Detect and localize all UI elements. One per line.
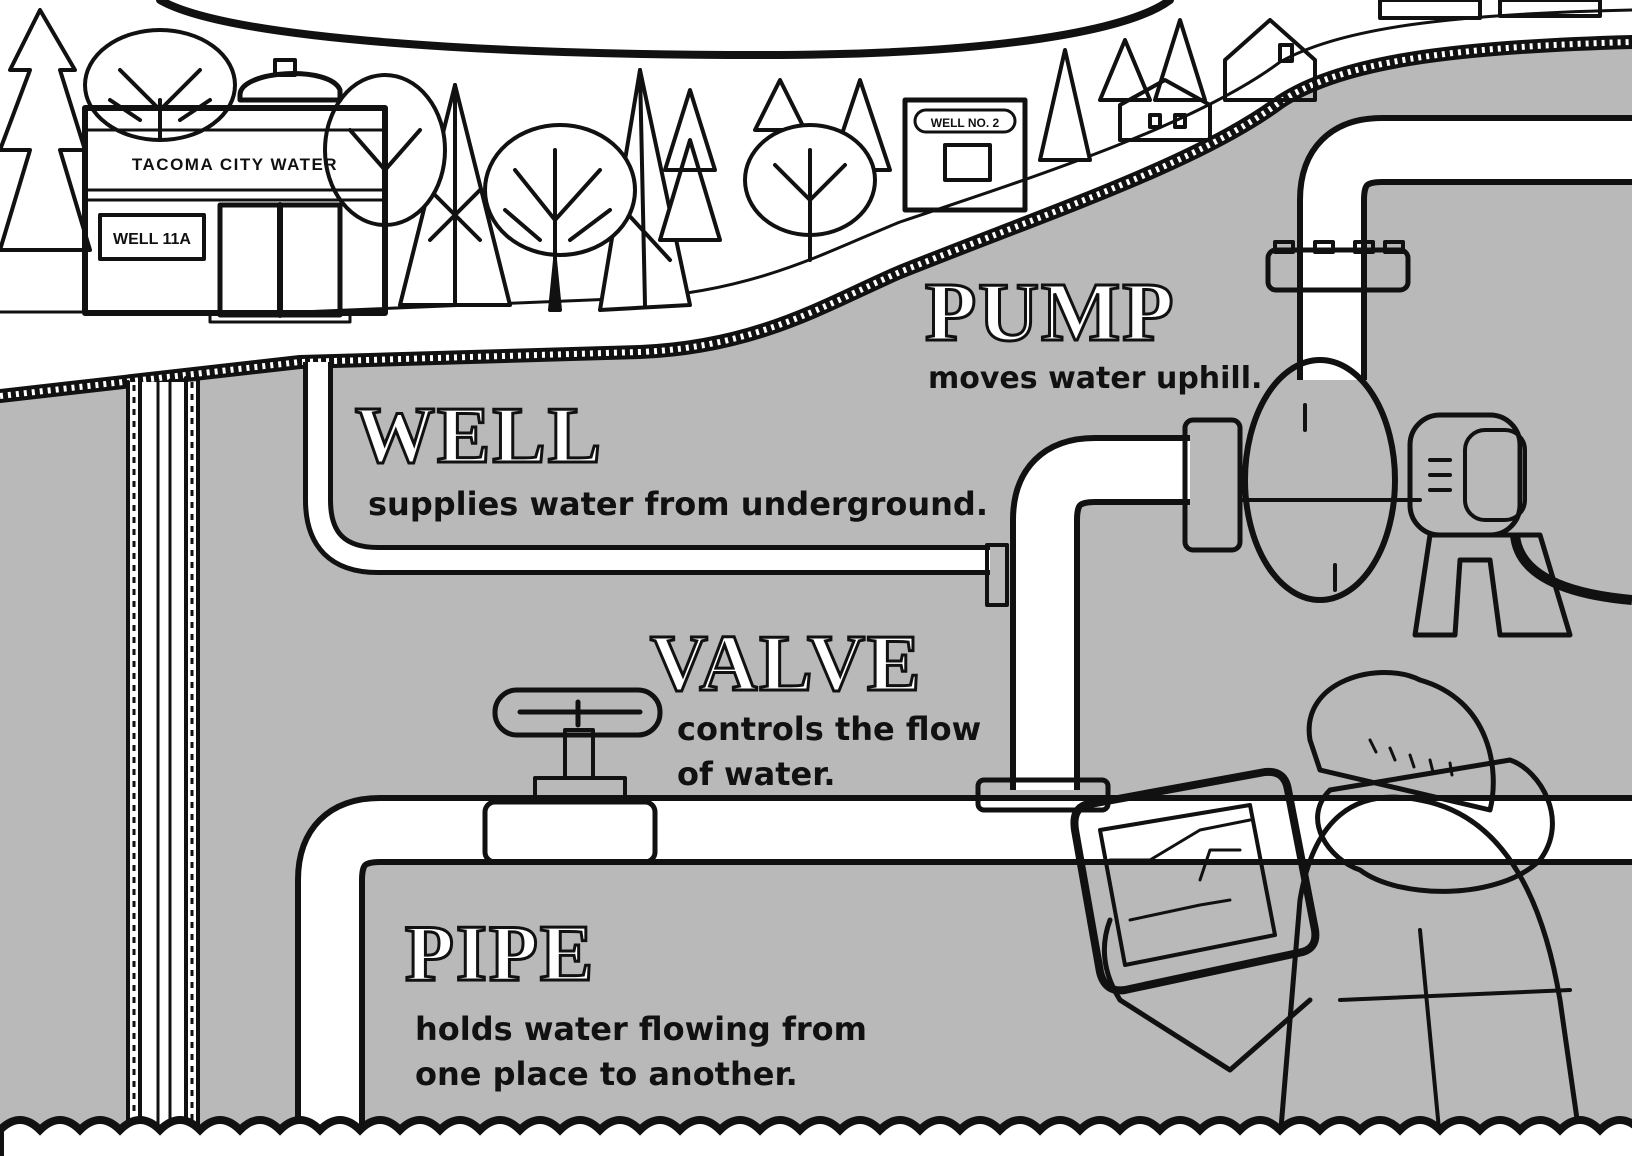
valve-description-line2: of water. <box>677 755 836 793</box>
well-11a-sign: WELL 11A <box>113 231 191 248</box>
bottom-wave-border <box>0 1120 1632 1156</box>
pipe-description-line2: one place to another. <box>415 1055 798 1093</box>
pipe-description-line1: holds water flowing from <box>415 1010 867 1048</box>
valve-description-line1: controls the flow <box>677 710 981 748</box>
well-no2-sign: WELL NO. 2 <box>931 116 1000 130</box>
well-description: supplies water from underground. <box>368 485 988 523</box>
valve-title: VALVE <box>650 620 922 708</box>
well-title: WELL <box>355 392 603 480</box>
pipe-title: PIPE <box>405 910 595 998</box>
pump-title: PUMP <box>925 266 1176 359</box>
pump-description: moves water uphill. <box>928 361 1262 396</box>
building-sign: TACOMA CITY WATER <box>132 155 338 174</box>
well-casing <box>128 378 198 1127</box>
deciduous-tree-icon <box>85 30 235 140</box>
